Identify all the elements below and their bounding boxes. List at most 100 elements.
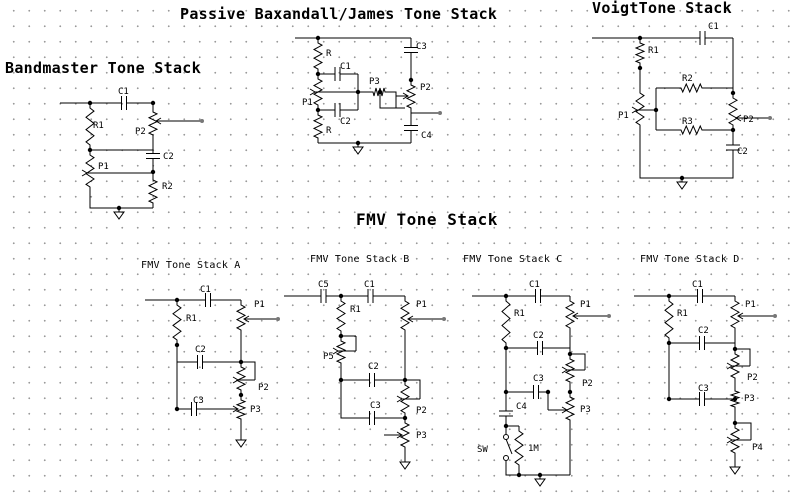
terminal <box>276 317 280 321</box>
component-label: C2 <box>698 326 709 336</box>
component-label: C1 <box>200 285 211 295</box>
component-label: P2 <box>743 115 754 125</box>
ground-symbol <box>113 211 125 220</box>
fmv-tone-stack-d-title: FMV Tone Stack D <box>640 254 740 265</box>
resistor-symbol <box>676 124 707 136</box>
component-label: C1 <box>529 280 540 290</box>
wire <box>405 379 421 399</box>
wire <box>570 353 586 370</box>
wire <box>505 348 524 393</box>
component-label: C3 <box>533 374 544 384</box>
resistor-symbol <box>564 392 576 425</box>
passive-baxandall-title: Passive Baxandall/James Tone Stack <box>180 5 498 23</box>
resistor-symbol <box>147 175 159 208</box>
junction-dot <box>679 175 685 181</box>
component-label: C3 <box>698 384 709 394</box>
component-label: P1 <box>98 162 109 172</box>
resistor-symbol <box>235 395 247 424</box>
component-label: P5 <box>323 352 334 362</box>
component-label: P3 <box>744 394 755 404</box>
component-label: C1 <box>364 280 375 290</box>
component-label: R1 <box>186 314 197 324</box>
resistor-symbol <box>405 80 417 113</box>
component-label: R2 <box>682 74 693 84</box>
fmv-tone-stack-c-title: FMV Tone Stack C <box>463 254 563 265</box>
resistor-symbol <box>312 38 324 74</box>
component-label: R1 <box>350 305 361 315</box>
component-label: C1 <box>118 87 129 97</box>
component-label: P2 <box>258 383 269 393</box>
resistor-symbol <box>235 300 247 335</box>
resistor-symbol <box>172 300 182 345</box>
wire <box>735 348 751 366</box>
component-label: P3 <box>416 431 427 441</box>
resistor-symbol <box>85 103 95 150</box>
component-label: P1 <box>745 300 756 310</box>
terminal <box>442 317 446 321</box>
component-label: C2 <box>737 147 748 157</box>
terminal <box>607 314 611 318</box>
component-label: R1 <box>677 309 688 319</box>
resistor-symbol <box>729 296 741 333</box>
junction-dot <box>355 89 361 95</box>
resistor-symbol <box>676 82 707 94</box>
component-label: P1 <box>618 111 629 121</box>
component-label: R1 <box>514 309 525 319</box>
component-label: C3 <box>370 401 381 411</box>
component-label: R <box>326 49 332 59</box>
component-label: C1 <box>692 280 703 290</box>
component-label: P2 <box>747 373 758 383</box>
component-label: C1 <box>340 62 351 72</box>
component-label: 1M <box>528 444 539 454</box>
wiper-arrow <box>81 169 88 177</box>
component-label: C2 <box>340 117 351 127</box>
resistor-symbol <box>400 296 410 335</box>
switch-symbol <box>505 438 513 455</box>
switch-contact <box>503 434 509 440</box>
resistor-symbol <box>564 296 576 333</box>
component-label: P4 <box>752 443 763 453</box>
terminal <box>438 111 442 115</box>
junction-dot <box>174 406 180 412</box>
wire <box>668 343 690 400</box>
component-label: R3 <box>682 117 693 127</box>
resistor-symbol <box>147 107 159 140</box>
component-label: C2 <box>163 152 174 162</box>
wire <box>390 91 405 109</box>
resistor-symbol <box>514 426 524 470</box>
component-label: C1 <box>708 22 719 32</box>
component-label: P1 <box>580 300 591 310</box>
wire <box>176 362 190 410</box>
terminal <box>200 119 204 123</box>
component-label: P2 <box>135 127 146 137</box>
ground-symbol <box>729 466 741 475</box>
bandmaster-tone-stack-title: Bandmaster Tone Stack <box>5 59 201 77</box>
resistor-symbol <box>501 296 511 348</box>
resistor-symbol <box>635 88 645 130</box>
wire <box>505 461 570 476</box>
fmv-tone-stack-a-title: FMV Tone Stack A <box>141 260 241 271</box>
component-label: P1 <box>302 98 313 108</box>
fmv-tone-stack-b-title: FMV Tone Stack B <box>310 254 410 265</box>
resistor-symbol <box>85 150 95 192</box>
junction-dot <box>116 205 122 211</box>
component-label: P2 <box>416 406 427 416</box>
component-label: C2 <box>533 331 544 341</box>
component-label: R2 <box>162 182 173 192</box>
resistor-symbol <box>399 418 411 452</box>
wire <box>735 422 752 440</box>
component-label: R <box>326 126 332 136</box>
component-label: C2 <box>368 362 379 372</box>
component-label: P1 <box>416 300 427 310</box>
component-label: P1 <box>254 300 265 310</box>
component-label: P2 <box>582 379 593 389</box>
junction-dot <box>516 472 522 478</box>
ground-symbol <box>676 181 688 190</box>
fmv-tone-stack-title: FMV Tone Stack <box>356 210 498 229</box>
wire <box>340 368 360 381</box>
resistor-symbol <box>335 336 347 368</box>
wiper-arrow <box>232 376 239 384</box>
component-label: P3 <box>580 405 591 415</box>
